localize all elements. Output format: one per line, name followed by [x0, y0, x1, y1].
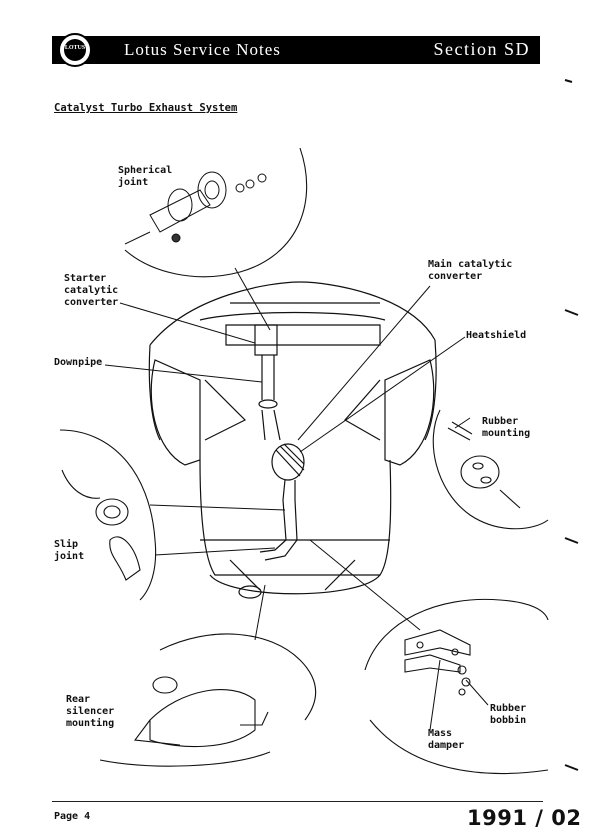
logo-text: LOTUS — [64, 45, 86, 51]
rubber-mounting-part — [447, 421, 521, 509]
slip-joint-part — [61, 469, 141, 581]
rubber-mounting-inset — [432, 409, 549, 530]
page-number: Page 4 — [54, 811, 91, 822]
publication-title: Lotus Service Notes — [124, 40, 281, 59]
label-mass-damper: Mass damper — [428, 728, 465, 751]
section-label: Section SD — [433, 39, 530, 59]
page-heading: Catalyst Turbo Exhaust System — [54, 102, 238, 114]
label-downpipe: Downpipe — [54, 357, 103, 368]
label-heatshield: Heatshield — [466, 330, 527, 341]
rear-silencer-inset-lower — [99, 751, 271, 767]
label-rubber-bobbin: Rubber bobbin — [490, 703, 527, 726]
mass-damper-part — [404, 629, 471, 696]
lotus-logo: LOTUS — [58, 33, 92, 67]
header-banner: LOTUS Lotus Service Notes Section SD — [52, 33, 540, 67]
car-underbody — [148, 281, 437, 595]
scan-marks — [564, 79, 579, 771]
exhaust-pipes — [238, 324, 305, 599]
slip-joint-inset — [59, 429, 157, 601]
leader-lines — [104, 267, 489, 731]
spherical-joint-inset — [124, 147, 308, 278]
spherical-joint-parts — [124, 171, 267, 245]
label-rear-silencer-mounting: Rear silencer mounting — [66, 694, 115, 729]
rear-silencer-inset — [159, 633, 317, 721]
label-main-catalytic-converter: Main catalytic converter — [428, 259, 513, 282]
label-slip-joint: Slip joint — [54, 539, 85, 562]
mass-damper-inset — [364, 598, 549, 671]
rear-silencer-part — [133, 676, 269, 748]
revision-date: 1991 / 02 — [467, 806, 582, 830]
footer-rule — [52, 801, 543, 802]
label-rubber-mounting: Rubber mounting — [482, 416, 531, 439]
label-spherical-joint: Spherical joint — [118, 165, 173, 188]
mass-damper-inset-lower — [369, 719, 549, 774]
label-starter-catalytic-converter: Starter catalytic converter — [64, 273, 119, 308]
